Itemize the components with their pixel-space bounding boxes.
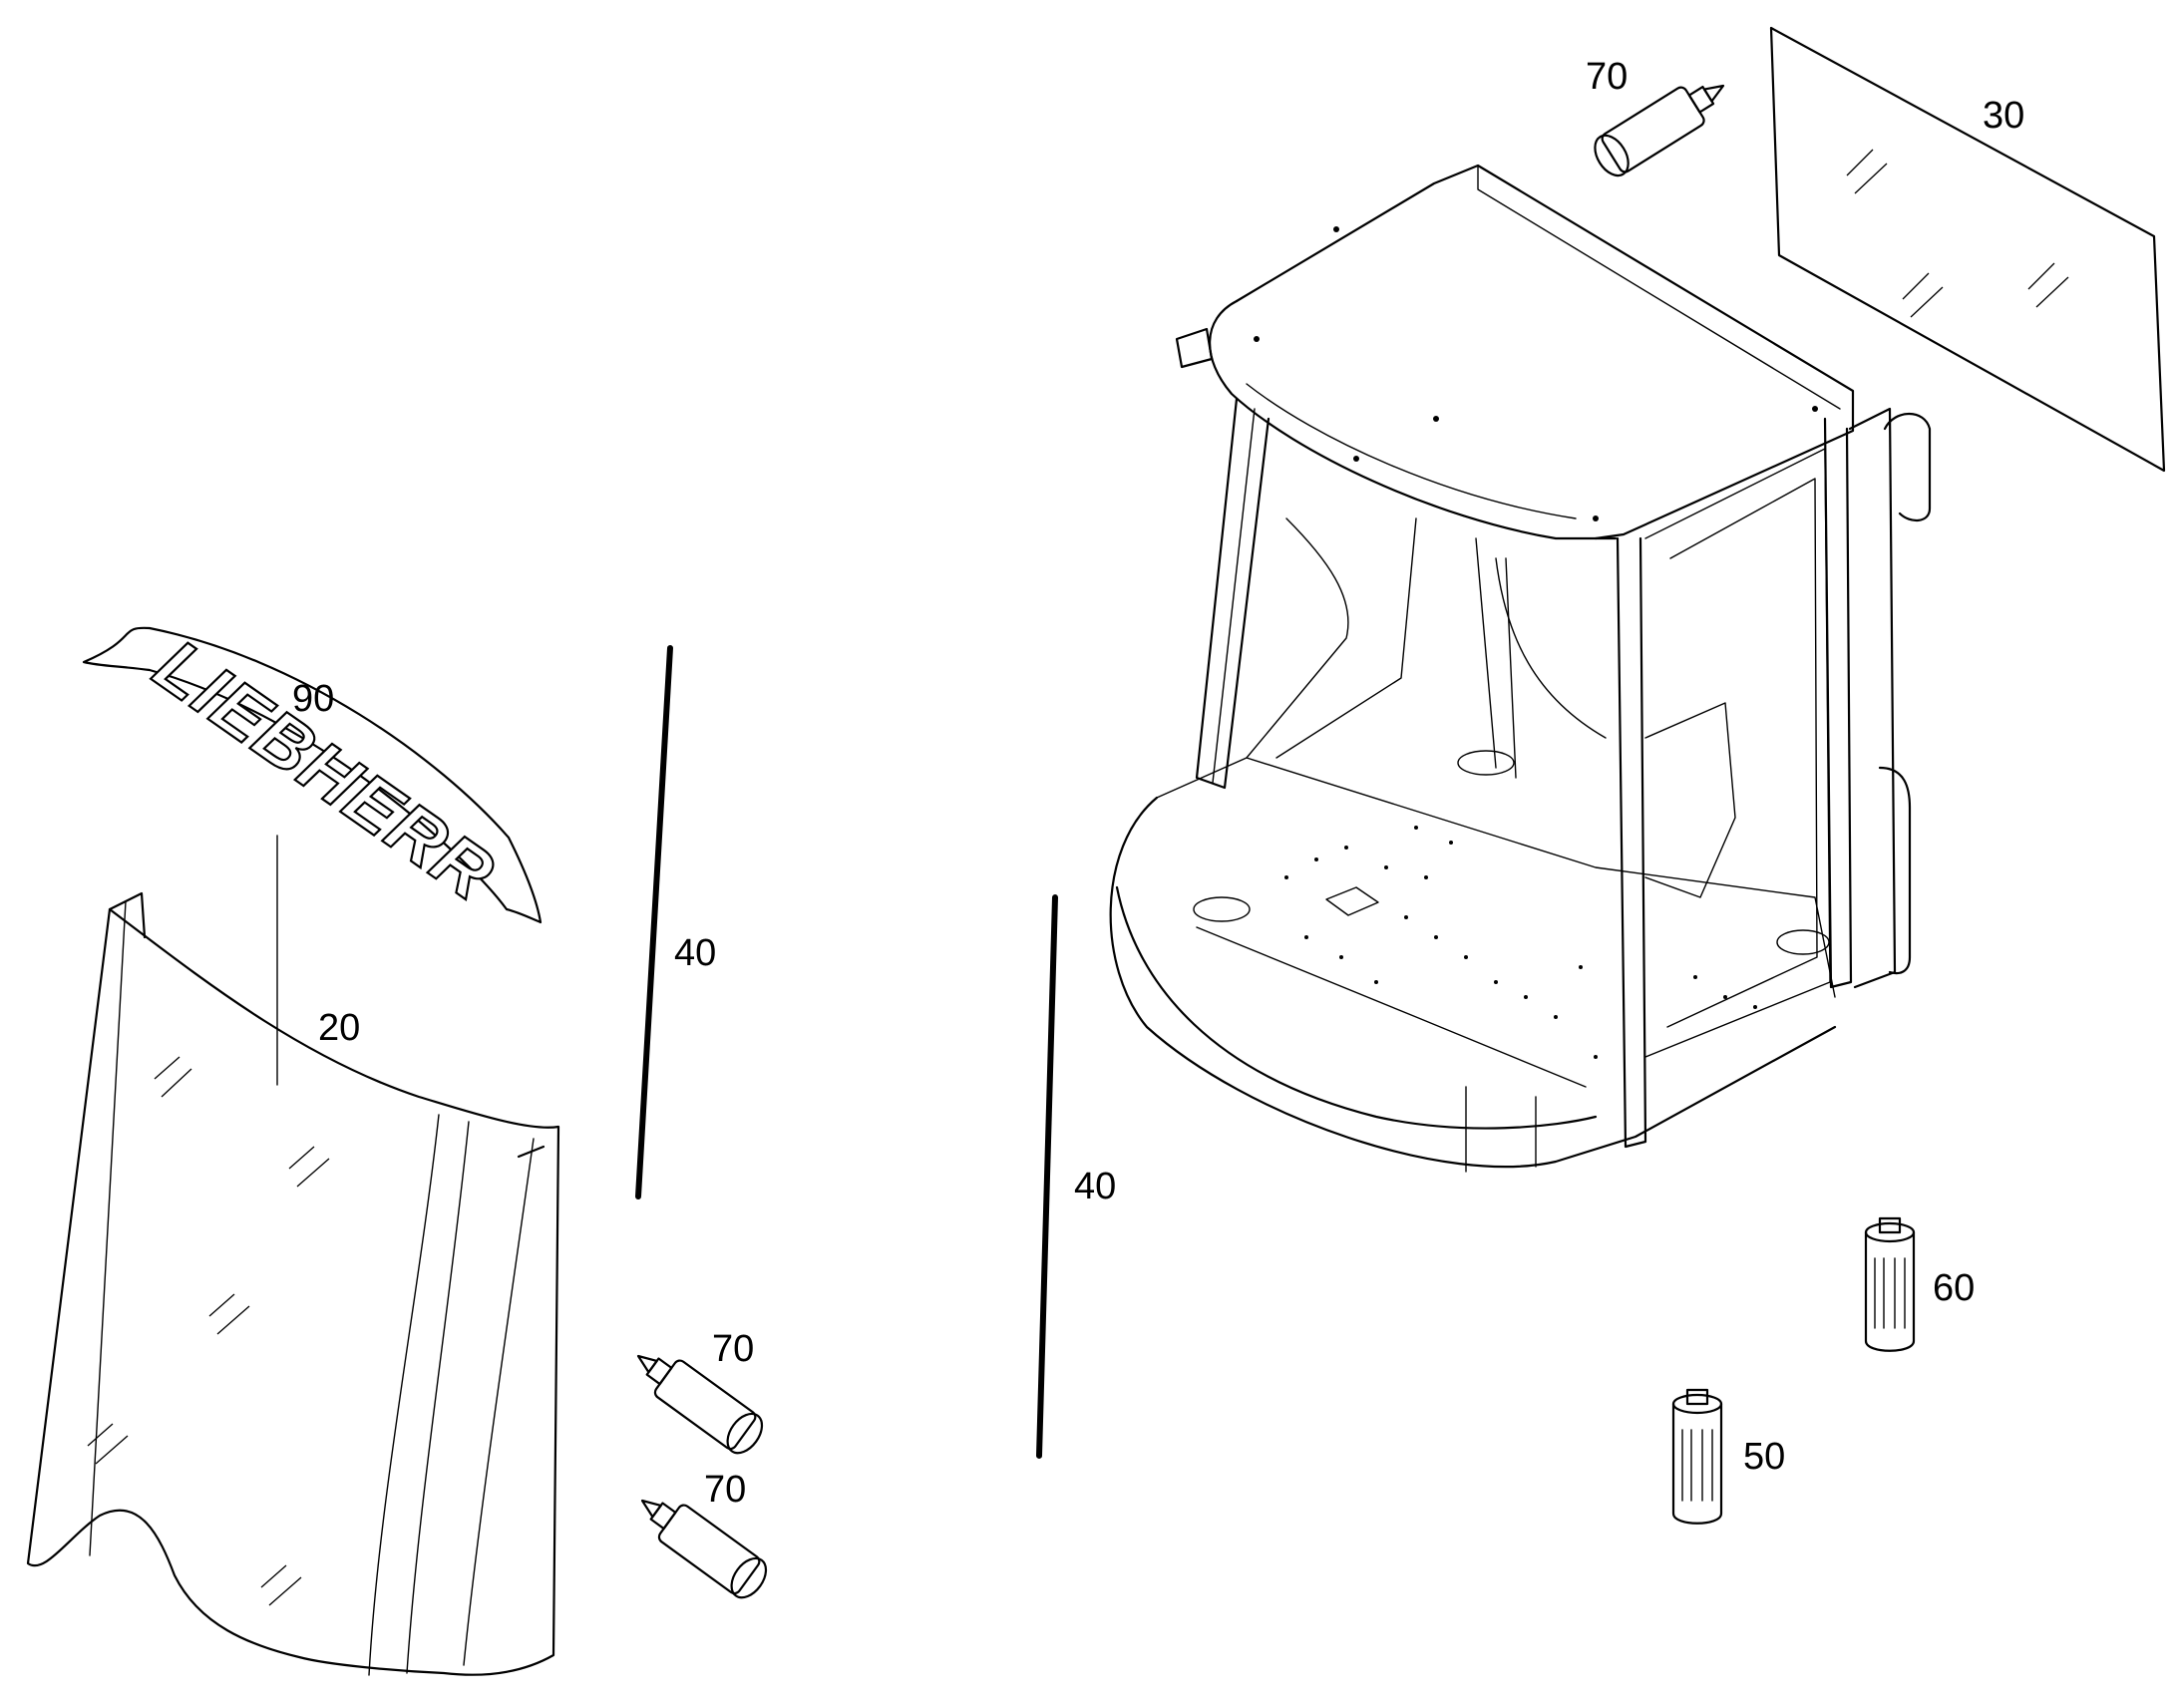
adhesive-cartridge-bottom — [640, 1499, 768, 1599]
seal-strip-left — [635, 645, 673, 1199]
rear-glass-pane — [1769, 26, 2166, 473]
cab-frame — [1109, 164, 1932, 1173]
seal-strip-right — [1036, 894, 1058, 1459]
callout-70-mid: 70 — [712, 1328, 754, 1370]
callout-50: 50 — [1743, 1436, 1785, 1478]
callout-60: 60 — [1933, 1267, 1975, 1309]
adhesive-cartridge-mid — [636, 1354, 764, 1455]
callout-90: 90 — [292, 678, 334, 720]
primer-bottle-50 — [1671, 1388, 1723, 1525]
adhesive-cartridge-top — [1594, 84, 1725, 177]
callout-30: 30 — [1983, 95, 2024, 137]
callout-40-right: 40 — [1074, 1166, 1116, 1207]
callout-70-bottom: 70 — [704, 1469, 746, 1511]
callout-70-top: 70 — [1586, 56, 1628, 98]
liebherr-decal: LIEBHERR — [82, 622, 543, 924]
windshield-glass — [26, 891, 560, 1676]
logo-text: LIEBHERR — [141, 623, 511, 916]
callout-20: 20 — [318, 1007, 360, 1049]
cleaner-bottle-60 — [1864, 1216, 1916, 1352]
callout-40-left: 40 — [674, 932, 716, 974]
